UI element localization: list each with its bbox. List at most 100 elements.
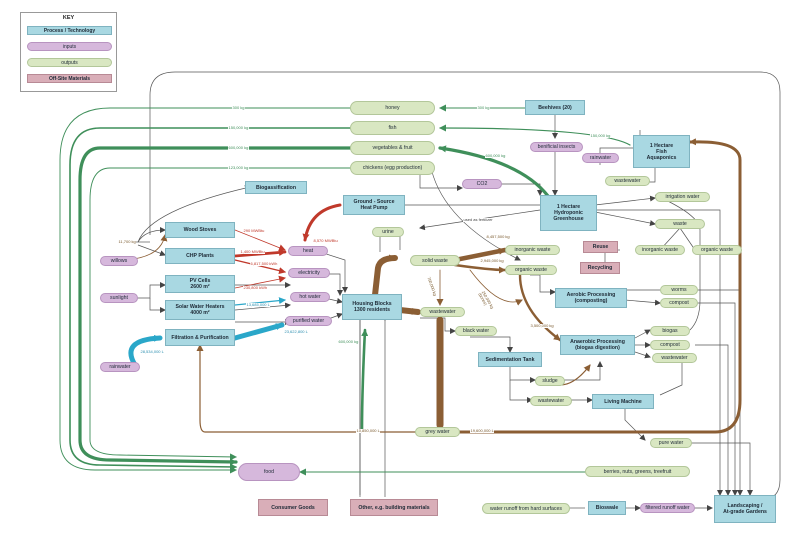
flow-label-fertilizer: used as fertilizer [463, 217, 494, 222]
node-heat: heat [288, 246, 328, 256]
key-inputs: inputs [27, 42, 112, 51]
flow-label-grey-left: 10,850,000 L [356, 428, 381, 433]
node-filtered-runoff: filtered runoff water [640, 503, 695, 513]
outer-loop-line [149, 71, 781, 503]
node-rainwater-left: rainwater [100, 362, 140, 372]
node-worms: worms [660, 285, 698, 295]
flow-label-purified: 23,622,800 L [284, 329, 309, 334]
node-urine: urine [372, 227, 404, 237]
flow-label-chp-heat: 1,400 MWBtu [240, 249, 266, 254]
node-co2: CO2 [462, 179, 502, 189]
key-process: Process / Technology [27, 26, 112, 35]
greywater-filtration [196, 344, 456, 433]
node-fish: fish [350, 121, 435, 135]
flow-label-hot-water: 13,685,000 L [246, 302, 271, 307]
node-black-water: black water [455, 326, 497, 336]
node-solar-water-heaters: Solar Water Heaters 4000 m² [165, 300, 235, 320]
flow-label-heat-pump: 8,570 MWBtu [313, 238, 339, 243]
node-inorganic-waste-2: inorganic waste [635, 245, 685, 255]
node-ground-source-heat-pump: Ground - Source Heat Pump [343, 195, 405, 215]
node-biogasification: Biogassification [245, 181, 307, 194]
flow-label-pv: 230,800 kWh [243, 285, 268, 290]
node-beneficial-insects: benificial insects [530, 142, 583, 152]
node-rainwater-top: rainwater [582, 153, 619, 163]
node-housing-blocks: Housing Blocks 1300 residents [342, 294, 402, 320]
node-organic-waste-right: organic waste [692, 245, 742, 255]
node-water-runoff: water runoff from hard surfaces [482, 503, 570, 514]
node-filtration-purification: Filtration & Purification [165, 329, 235, 346]
node-recycling: Recycling [580, 262, 620, 274]
node-biogas: biogas [650, 326, 690, 336]
node-hot-water: hot water [290, 292, 330, 302]
node-grey-water: grey water [415, 427, 460, 437]
node-aerobic-processing: Aerobic Processing (composting) [555, 288, 627, 308]
greywater-aquaponics [453, 138, 742, 434]
flow-label-rainwater: 28,534,000 L [140, 349, 165, 354]
node-vegetables: vegetables & fruit [350, 141, 435, 155]
flow-label-chickens: 123,000 kg [228, 165, 249, 170]
flow-label-fish-left: 150,000 kg [228, 125, 249, 130]
node-waste: waste [655, 219, 705, 229]
flow-label-honey-right: 300 kg [477, 105, 491, 110]
node-wood-stoves: Wood Stoves [165, 222, 235, 238]
flow-label-chp-electricity: 6,817,500 kWh [250, 261, 278, 266]
node-electricity: electricity [288, 268, 330, 278]
node-consumer-goods: Consumer Goods [258, 499, 328, 516]
node-beehives: Beehives (20) [525, 100, 585, 115]
veg-flow [78, 146, 352, 466]
node-berries-nuts: berries, nuts, greens, treefruit [585, 466, 690, 477]
node-wastewater-anaerobic: wastewater [652, 353, 697, 363]
node-landscaping: Landscaping / At-grade Gardens [714, 495, 776, 523]
key-offsite: Off-Site Materials [27, 74, 112, 83]
honey-flow [59, 107, 351, 474]
key-title: KEY [62, 15, 75, 21]
brown-flow-lines [109, 138, 742, 434]
node-reuse: Reuse [583, 241, 618, 253]
node-wastewater-aquaponics: wastewater [605, 176, 650, 186]
key-outputs: outputs [27, 58, 112, 67]
green-flow-lines [59, 104, 631, 476]
node-chickens: chickens (egg production) [350, 161, 435, 175]
node-living-machine: Living Machine [592, 394, 654, 409]
node-hydroponic-greenhouse: 1 Hectare Hydroponic Greenhouse [540, 195, 597, 231]
node-wastewater-sedimentation: wastewater [530, 396, 572, 406]
flow-label-inorganic: 8,457,500 kg [486, 234, 511, 239]
food-housing-flow [360, 328, 369, 432]
node-pv-cells: PV Cells 2600 m² [165, 275, 235, 293]
chickens-flow [89, 167, 351, 461]
node-sedimentation-tank: Sedimentation Tank [478, 352, 542, 367]
node-aquaponics: 1 Hectare Fish Aquaponics [633, 135, 690, 168]
flow-label-willows: 11,700 kg [118, 239, 137, 244]
node-willows: willows [100, 256, 138, 266]
key-legend: KEY Process / Technology inputs outputs … [20, 12, 117, 92]
node-solid-waste: solid waste [410, 255, 460, 266]
node-pure-water: pure water [650, 438, 692, 448]
node-inorganic-waste-1: inorganic waste [505, 245, 560, 255]
flow-label-3500000: 3,500,000 kg [530, 323, 555, 328]
node-anaerobic-processing: Anaerobic Processing (biogas digestion) [560, 335, 635, 355]
node-organic-waste-mid: organic waste [505, 265, 557, 275]
red-flow-lines [233, 203, 342, 289]
node-wastewater-housing: wastewater [420, 307, 465, 317]
flow-label-organic: 2,945,000 kg [480, 258, 505, 263]
flow-label-fish-right: 150,000 kg [590, 133, 611, 138]
housing-solid-waste [372, 254, 398, 298]
node-honey: honey [350, 101, 435, 115]
flow-label-food: 600,000 kg [338, 339, 359, 344]
node-chp-plants: CHP Plants [165, 248, 235, 264]
flow-label-honey-left: 300 kg [232, 105, 246, 110]
node-sunlight: sunlight [100, 293, 138, 303]
node-building-materials: Other, e.g. building materials [350, 499, 438, 516]
node-bioswale: Bioswale [588, 501, 626, 515]
flow-label-wood-stoves: 290 MWBtu [243, 228, 265, 233]
flow-label-grey-right: 19,600,000 L [470, 428, 495, 433]
node-sludge: sludge [535, 376, 565, 386]
node-purified-water: purified water [285, 316, 332, 326]
fish-flow [69, 127, 351, 471]
flow-label-veg-left: 600,000 kg [228, 145, 249, 150]
node-compost-1: compost [660, 298, 698, 308]
flow-label-veg-right: 600,000 kg [485, 153, 506, 158]
node-irrigation-water: irrigation water [655, 192, 710, 202]
node-food: food [238, 463, 300, 481]
